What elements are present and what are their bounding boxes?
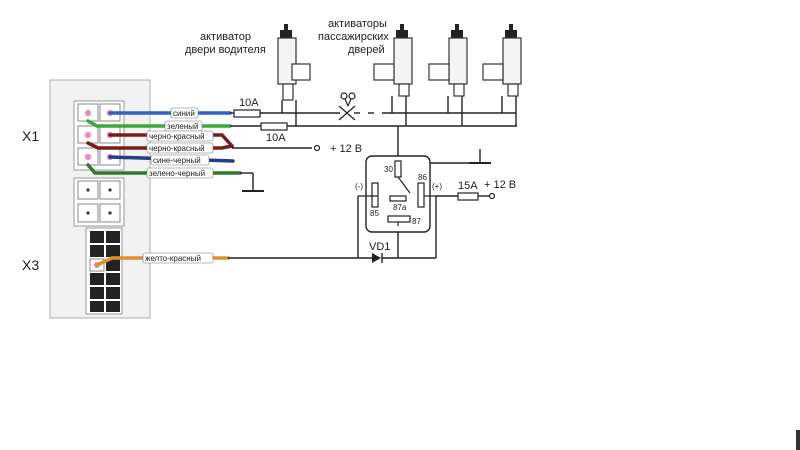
corner-mark xyxy=(796,430,800,450)
passenger-actuator-label-3: дверей xyxy=(348,44,385,56)
power-terminal-1: + 12 В xyxy=(313,143,362,155)
fuse-f2-label: 10А xyxy=(266,132,286,144)
diode-vd1: VD1 xyxy=(369,241,390,263)
wire-labels: синий зеленый черно-красный черно-красны… xyxy=(142,107,214,264)
relay-pin-85: 85 xyxy=(370,209,379,218)
ground-icon xyxy=(242,162,491,192)
relay-minus: (-) xyxy=(355,182,363,191)
diode-label: VD1 xyxy=(369,241,390,253)
circuit-lines xyxy=(228,96,517,259)
passenger-actuator-label-1: активаторы xyxy=(328,18,387,30)
actuator-passenger-1 xyxy=(373,24,413,97)
actuator-driver xyxy=(277,24,311,101)
connector-x3-label: X3 xyxy=(22,257,39,273)
wire-label-blue: синий xyxy=(173,109,195,118)
fuse-f2: 10А xyxy=(260,122,288,144)
fuse-f1-label: 10А xyxy=(239,97,259,109)
fuse-f3-label: 15А xyxy=(458,180,478,192)
connector-x1-label: X1 xyxy=(22,128,39,144)
wire-label-blue-black: сине-черный xyxy=(153,156,201,165)
actuator-passenger-3 xyxy=(482,24,522,97)
wire-label-black-red-1: черно-красный xyxy=(149,132,205,141)
actuator-labels: активатор двери водителя активаторы пасс… xyxy=(185,18,389,56)
relay-pin-87a: 87a xyxy=(393,203,407,212)
actuator-passenger-2 xyxy=(428,24,468,97)
power-label-2: + 12 В xyxy=(484,179,516,191)
wire-label-yellow-red: желто-красный xyxy=(145,254,201,263)
fuse-f1: 10А xyxy=(233,97,261,118)
passenger-actuator-label-2: пассажирских xyxy=(318,31,389,43)
power-label-1: + 12 В xyxy=(330,143,362,155)
driver-actuator-label-2: двери водителя xyxy=(185,44,266,56)
relay-pin-87: 87 xyxy=(412,217,421,226)
scissors-icon xyxy=(338,92,356,121)
wire-label-green: зеленый xyxy=(167,122,199,131)
power-terminal-2: + 12 В xyxy=(484,179,516,200)
wire-label-green-black: зелено-черный xyxy=(149,169,205,178)
driver-actuator-label-1: активатор xyxy=(200,31,251,43)
connector-block: X1 X3 xyxy=(22,79,151,319)
relay-pin-30: 30 xyxy=(384,165,393,174)
relay-plus: (+) xyxy=(432,182,442,191)
relay: 30 86 85 87a 87 (-) (+) xyxy=(355,155,442,233)
fuse-f3: 15А xyxy=(457,180,479,201)
wire-label-black-red-2: черно-красный xyxy=(149,144,205,153)
relay-pin-86: 86 xyxy=(418,173,427,182)
